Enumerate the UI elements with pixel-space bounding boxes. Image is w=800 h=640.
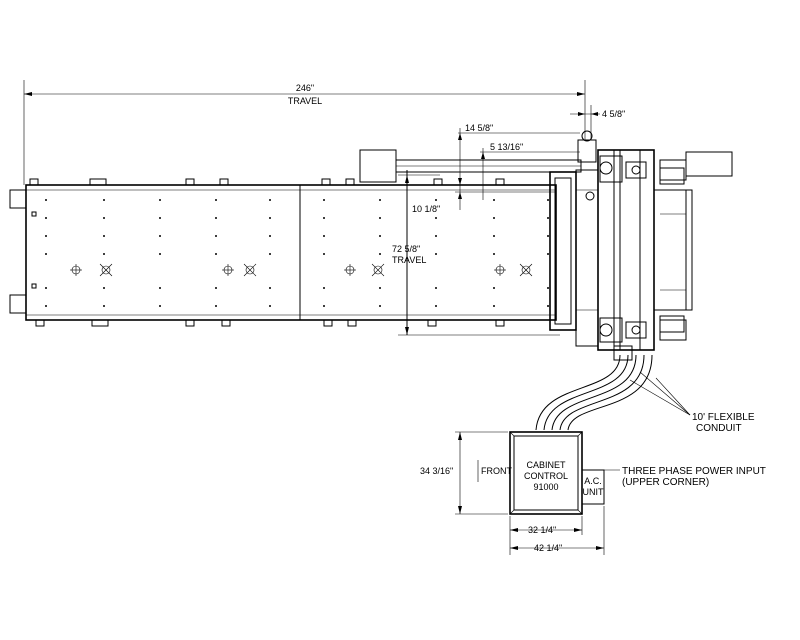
flexible-conduit: 10' FLEXIBLE CONDUIT xyxy=(535,354,755,434)
bed-hole xyxy=(215,305,217,307)
bed-hole xyxy=(45,199,47,201)
bed-hole xyxy=(379,199,381,201)
bed-hole xyxy=(269,235,271,237)
gantry-offset-dimension: 4 5/8" xyxy=(570,105,625,140)
bottom-rail-clamps xyxy=(35,319,505,327)
cabinet-depth-value: 34 3/16" xyxy=(420,466,453,476)
bed-hole xyxy=(435,287,437,289)
bed-hole xyxy=(45,305,47,307)
bed-hole xyxy=(45,235,47,237)
travel-x-label: TRAVEL xyxy=(288,96,322,106)
travel-x-value: 246" xyxy=(296,83,314,93)
bed-hole xyxy=(379,217,381,219)
bed-hole xyxy=(45,217,47,219)
bed-hole xyxy=(379,235,381,237)
bed-hole xyxy=(159,217,161,219)
fixture-targets xyxy=(70,263,533,277)
bed-hole xyxy=(269,305,271,307)
travel-y-dimension: 72 5/8" TRAVEL xyxy=(392,174,560,336)
bed-hole xyxy=(269,199,271,201)
bed-hole xyxy=(215,199,217,201)
bed-hole xyxy=(379,305,381,307)
bed-hole xyxy=(323,235,325,237)
bed-hole xyxy=(103,217,105,219)
power-input-callout: THREE PHASE POWER INPUT (UPPER CORNER) xyxy=(582,466,766,488)
travel-x-dimension: 246" TRAVEL xyxy=(23,80,586,185)
offset-c-value: 10 1/8" xyxy=(412,204,440,214)
bed-hole xyxy=(269,287,271,289)
bed-hole xyxy=(379,253,381,255)
bed-hole xyxy=(379,287,381,289)
conduit-callout-line1: 10' FLEXIBLE xyxy=(692,412,755,423)
bed-hole xyxy=(103,305,105,307)
bed-hole xyxy=(323,287,325,289)
bed-hole xyxy=(215,235,217,237)
bed-hole xyxy=(323,199,325,201)
bed-hole xyxy=(159,235,161,237)
bed-hole xyxy=(45,287,47,289)
bed-hole xyxy=(45,253,47,255)
gantry-assembly xyxy=(359,130,733,361)
travel-y-label: TRAVEL xyxy=(392,255,426,265)
cabinet-width-dimension: 32 1/4" 42 1/4" xyxy=(509,506,605,555)
cabinet-depth-dimension: 34 3/16" xyxy=(420,431,508,515)
top-rail-clamps xyxy=(29,178,505,186)
bed-hole xyxy=(215,253,217,255)
bed-hole xyxy=(547,253,549,255)
cabinet-overall-width-value: 42 1/4" xyxy=(534,543,562,553)
cabinet-label-line1: CABINET xyxy=(526,460,566,470)
bed-hole xyxy=(493,235,495,237)
power-callout-line1: THREE PHASE POWER INPUT xyxy=(622,466,766,477)
bed-hole xyxy=(159,199,161,201)
bed-hole xyxy=(435,235,437,237)
ac-unit-label-line2: UNIT xyxy=(583,487,604,497)
travel-y-value: 72 5/8" xyxy=(392,244,420,254)
bed-hole xyxy=(493,217,495,219)
bed-hole xyxy=(159,253,161,255)
bed-hole xyxy=(547,199,549,201)
bed-hole xyxy=(435,253,437,255)
bed-hole xyxy=(547,235,549,237)
bed-hole xyxy=(435,305,437,307)
bed-hole xyxy=(547,217,549,219)
bed-hole xyxy=(547,305,549,307)
bed-hole xyxy=(103,253,105,255)
bed-hole xyxy=(323,305,325,307)
power-callout-line2: (UPPER CORNER) xyxy=(622,477,709,488)
bed-hole xyxy=(103,199,105,201)
bed-hole xyxy=(547,287,549,289)
cabinet-label-line2: CONTROL xyxy=(524,471,568,481)
bed-hole xyxy=(159,287,161,289)
bed-hole xyxy=(103,235,105,237)
front-label: FRONT xyxy=(481,466,512,476)
bed-hole xyxy=(493,253,495,255)
bed-hole xyxy=(435,199,437,201)
bed-hole xyxy=(323,217,325,219)
bed-hole xyxy=(435,217,437,219)
conduit-callout-line2: CONDUIT xyxy=(696,423,742,434)
ac-unit: A.C. UNIT xyxy=(581,469,605,505)
bed-hole xyxy=(215,217,217,219)
bed-hole xyxy=(159,305,161,307)
cabinet-label-line3: 91000 xyxy=(533,482,558,492)
bed-hole xyxy=(493,199,495,201)
offset-b-value: 5 13/16" xyxy=(490,142,523,152)
control-cabinet: CABINET CONTROL 91000 xyxy=(509,431,583,515)
machine-bed xyxy=(9,170,557,335)
cabinet-width-value: 32 1/4" xyxy=(528,525,556,535)
bed-hole xyxy=(215,287,217,289)
bed-hole xyxy=(323,253,325,255)
bed-hole xyxy=(269,253,271,255)
bed-hole-pattern xyxy=(45,199,549,307)
front-indicator: FRONT xyxy=(477,460,512,482)
bed-hole xyxy=(493,305,495,307)
ac-unit-label-line1: A.C. xyxy=(584,476,602,486)
bed-hole xyxy=(269,217,271,219)
bed-hole xyxy=(103,287,105,289)
offset-a-value: 14 5/8" xyxy=(465,123,493,133)
bed-hole xyxy=(493,287,495,289)
gantry-offset-value: 4 5/8" xyxy=(602,109,625,119)
